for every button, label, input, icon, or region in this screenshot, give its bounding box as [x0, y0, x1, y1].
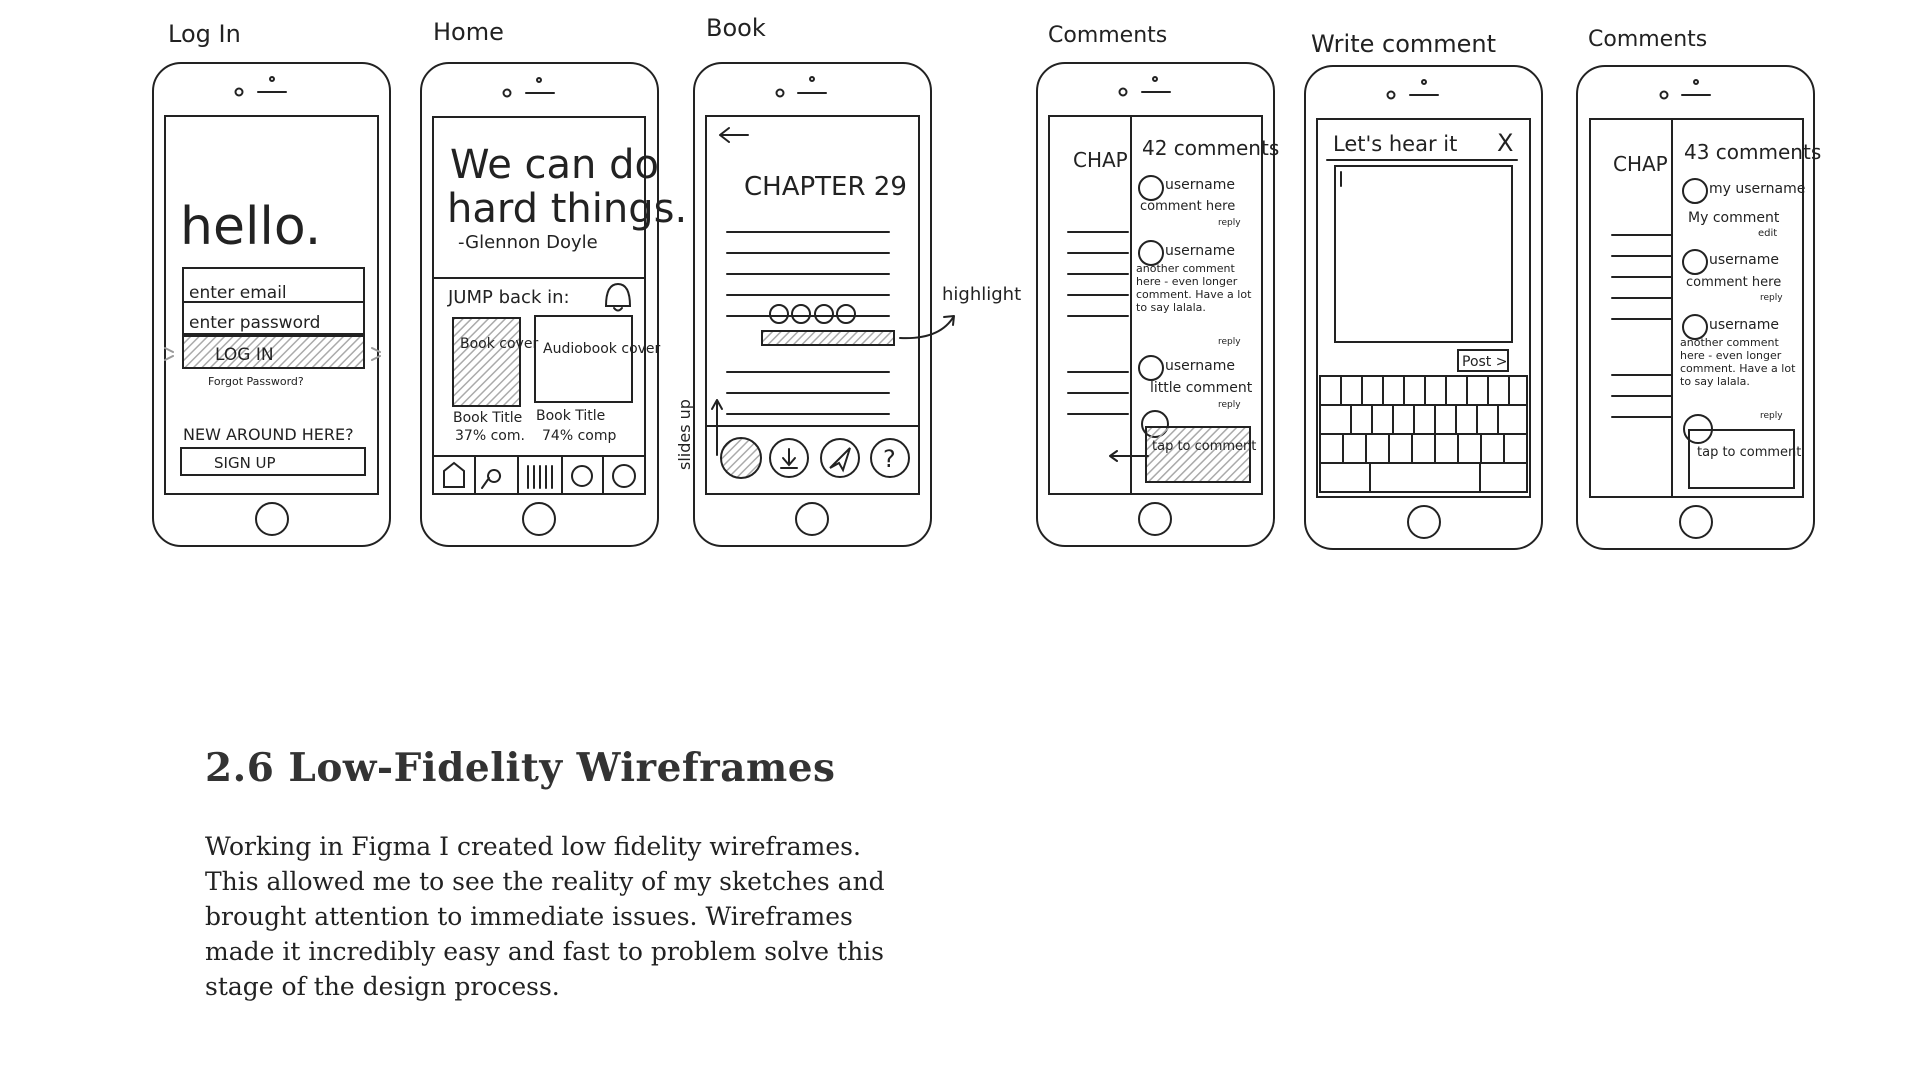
email-placeholder: enter email [189, 283, 287, 303]
post-button[interactable] [1457, 349, 1509, 372]
comment-text: comment here [1140, 199, 1235, 214]
screen-title-home: Home [433, 18, 504, 46]
comment-username: username [1165, 243, 1235, 259]
tap-to-comment-button[interactable] [1145, 426, 1251, 483]
phone-login: Log In hello. enter email enter password… [152, 20, 391, 547]
password-field[interactable] [182, 301, 365, 335]
comment-username: my username [1709, 181, 1805, 197]
section-body: Working in Figma I created low fidelity … [205, 829, 925, 1004]
comment-text: My comment [1688, 210, 1780, 226]
text-lines [726, 231, 890, 415]
book-cover-label: Book cover [460, 336, 538, 352]
avatar[interactable] [1138, 240, 1164, 266]
phone-write-comment: Write comment Let's hear it X Post > [1304, 30, 1543, 550]
avatar[interactable] [1682, 178, 1708, 204]
home-icon[interactable] [443, 461, 465, 488]
password-placeholder: enter password [189, 313, 320, 333]
audiobook-cover-card[interactable] [534, 315, 633, 403]
audiobook-cover-label: Audiobook cover [543, 341, 661, 357]
body-line: This allowed me to see the reality of my… [205, 867, 885, 896]
quote-author: -Glennon Doyle [458, 232, 598, 253]
reply-link[interactable]: reply [1760, 411, 1783, 421]
body-line: brought attention to immediate issues. W… [205, 902, 853, 931]
record-icon[interactable] [571, 465, 593, 487]
chapter-partial: CHAP [1613, 152, 1668, 176]
screen-title-comments: Comments [1048, 23, 1167, 48]
signup-button[interactable] [180, 447, 366, 476]
avatar[interactable] [1138, 355, 1164, 381]
back-arrow-icon[interactable] [719, 127, 749, 143]
help-icon[interactable] [870, 438, 910, 478]
login-greeting: hello. [180, 197, 321, 257]
comment-textarea[interactable] [1334, 165, 1513, 343]
comment-username: username [1165, 177, 1235, 193]
avatar[interactable] [1138, 175, 1164, 201]
bell-icon[interactable] [604, 282, 632, 312]
book-cover-card[interactable] [452, 317, 521, 407]
search-icon[interactable] [481, 469, 502, 489]
phone-comments: Comments CHAP 42 comments username comme… [1036, 23, 1279, 547]
comment-username: username [1709, 317, 1779, 333]
screen-title-write-comment: Write comment [1311, 30, 1496, 58]
svg-text:?: ? [883, 445, 896, 473]
forgot-password-link[interactable]: Forgot Password? [208, 375, 304, 388]
new-here-label: NEW AROUND HERE? [183, 425, 354, 444]
tap-to-comment-button[interactable] [1688, 429, 1795, 489]
phone-comments-updated: Comments CHAP 43 comments my username My… [1576, 27, 1821, 550]
screen-title-comments-2: Comments [1588, 27, 1707, 52]
screen-title-book: Book [706, 14, 766, 42]
quote-line-2: hard things. [447, 186, 687, 232]
book1-progress: 37% com. [455, 428, 525, 444]
jump-back-label: JUMP back in: [447, 287, 570, 308]
comment-text: another comment here - even longer comme… [1136, 262, 1252, 314]
comment-username: username [1709, 252, 1779, 268]
comment-username: username [1165, 358, 1235, 374]
comment-count: 43 comments [1684, 140, 1821, 164]
phone-book: Book CHAPTER 29 highlight slides up ? [675, 14, 1021, 547]
comment-icon[interactable] [720, 437, 762, 479]
comment-count: 42 comments [1142, 136, 1279, 160]
library-icon[interactable] [527, 465, 553, 489]
avatar[interactable] [1682, 249, 1708, 275]
book2-title: Book Title [536, 408, 605, 424]
comment-text: little comment [1150, 380, 1253, 396]
body-line: Working in Figma I created low fidelity … [205, 832, 861, 861]
description-section: 2.6 Low-Fidelity Wireframes Working in F… [205, 745, 925, 1004]
reply-link[interactable]: reply [1218, 400, 1241, 410]
section-heading: 2.6 Low-Fidelity Wireframes [205, 745, 836, 791]
quote-line-1: We can do [450, 142, 659, 188]
body-line: made it incredibly easy and fast to prob… [205, 937, 885, 966]
profile-icon[interactable] [612, 464, 636, 488]
book2-progress: 74% comp [542, 428, 616, 444]
comment-text: another comment here - even longer comme… [1680, 336, 1796, 388]
download-icon[interactable] [769, 438, 809, 478]
chapter-heading: CHAPTER 29 [744, 172, 907, 202]
write-heading: Let's hear it [1333, 132, 1457, 156]
book1-title: Book Title [453, 410, 522, 426]
reply-link[interactable]: reply [1760, 293, 1783, 303]
avatar[interactable] [1682, 314, 1708, 340]
reply-link[interactable]: reply [1218, 218, 1241, 228]
screen-title-login: Log In [168, 20, 241, 48]
highlight-annotation: highlight [942, 284, 1021, 305]
comment-text: comment here [1686, 275, 1781, 290]
signup-button-label: SIGN UP [214, 454, 276, 472]
post-button-label: Post > [1462, 354, 1507, 370]
close-icon[interactable]: X [1497, 129, 1513, 157]
login-button[interactable] [182, 335, 365, 369]
edit-link[interactable]: edit [1758, 228, 1777, 239]
send-icon[interactable] [820, 438, 860, 478]
phone-home: Home We can do hard things. -Glennon Doy… [420, 18, 687, 547]
chapter-partial: CHAP [1073, 148, 1128, 172]
reply-link[interactable]: reply [1218, 337, 1241, 347]
tap-to-comment-label: tap to comment [1697, 445, 1801, 460]
body-line: stage of the design process. [205, 972, 560, 1001]
login-button-label: LOG IN [215, 345, 274, 365]
highlighted-text[interactable] [761, 330, 895, 346]
tap-to-comment-label: tap to comment [1152, 439, 1256, 454]
slides-up-annotation: slides up [675, 399, 694, 470]
